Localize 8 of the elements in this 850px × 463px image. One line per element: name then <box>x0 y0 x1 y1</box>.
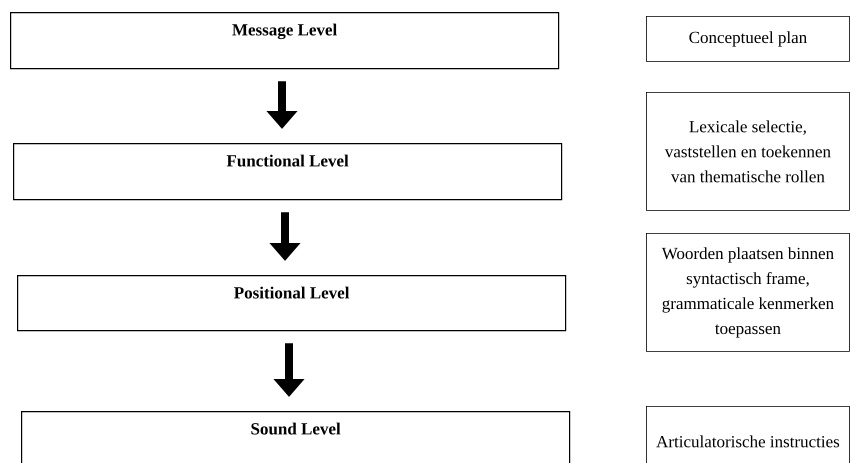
level-box: Message Level <box>10 12 560 70</box>
level-box: Positional Level <box>17 275 566 332</box>
level-box: Sound Level <box>21 411 570 463</box>
level-box: Functional Level <box>13 143 562 200</box>
description-box: Woorden plaatsen binnen syntactisch frame, grammaticale kenmerken toepassen <box>646 233 850 352</box>
description-box: Lexicale selectie, vaststellen en toekennen van thematische rollen <box>646 92 850 211</box>
description-box: Articulatorische instructies <box>646 406 850 463</box>
description-box: Conceptueel plan <box>646 16 850 62</box>
